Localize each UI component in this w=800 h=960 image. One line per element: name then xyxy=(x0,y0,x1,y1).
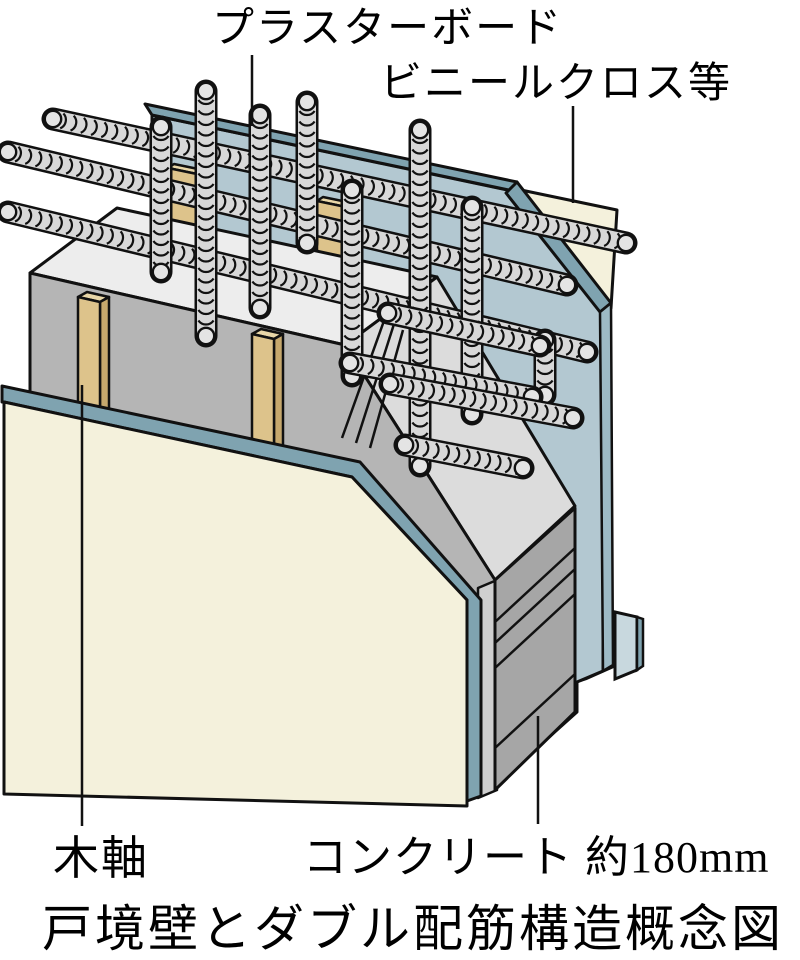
leader-lines xyxy=(80,55,575,826)
rebar-end-cap xyxy=(0,142,18,162)
rebar-bar xyxy=(393,433,535,480)
rebar-end-cap xyxy=(0,202,18,222)
rebar-bar xyxy=(295,90,319,255)
rebar-end-cap xyxy=(530,336,550,356)
rebar-end-cap xyxy=(378,303,398,323)
plasterboard-right-edge xyxy=(598,301,615,673)
rebar-bar xyxy=(376,301,552,358)
rebar-bar xyxy=(340,178,364,388)
rebar-end-cap xyxy=(342,180,362,200)
rebar-end-cap xyxy=(340,353,360,373)
rebar-grid xyxy=(0,79,638,480)
rebar-end-cap xyxy=(43,109,63,129)
label-plasterboard: プラスターボード xyxy=(212,6,563,52)
rebar-end-cap xyxy=(616,233,636,253)
concrete-slab-face xyxy=(493,506,577,792)
rebar-end-cap xyxy=(151,117,171,137)
rebar-bar xyxy=(41,107,638,255)
rebar-end-cap xyxy=(151,262,171,282)
far-panel-bottom-piece-edge xyxy=(635,615,645,673)
rebar-bar xyxy=(149,115,173,284)
diagram-caption: 戸境壁とダブル配筋構造概念図 xyxy=(42,901,784,957)
rebar-end-cap xyxy=(410,120,430,140)
rebar-end-cap xyxy=(462,197,482,217)
far-panel-bottom-piece xyxy=(613,610,639,682)
rebar-end-cap xyxy=(297,233,317,253)
near-vinyl-face xyxy=(2,400,469,808)
rebar-bar xyxy=(408,118,432,478)
rebar-end-cap xyxy=(196,326,216,346)
rebar-bar xyxy=(194,79,218,348)
rebar-end-cap xyxy=(513,458,533,478)
plasterboard-bottom-edge xyxy=(575,665,615,684)
label-vinyl-cloth: ビニールクロス等 xyxy=(380,61,732,107)
rebar-end-cap xyxy=(380,374,400,394)
rebar-bar xyxy=(248,103,272,320)
rebar-end-cap xyxy=(297,92,317,112)
rebar-end-cap xyxy=(395,435,415,455)
rebar-end-cap xyxy=(563,408,583,428)
rebar-bar xyxy=(338,351,544,409)
rebar-end-cap xyxy=(250,298,270,318)
rebar-end-cap xyxy=(577,342,597,362)
label-concrete: コンクリート 約180mm xyxy=(303,833,769,882)
rebar-end-cap xyxy=(557,275,577,295)
rebar-end-cap xyxy=(196,81,216,101)
rebar-end-cap xyxy=(250,105,270,125)
rebar-bar xyxy=(378,372,585,430)
near-wall-panel xyxy=(0,384,483,808)
concrete-slab-hatching xyxy=(494,547,576,749)
label-wood-frame: 木軸 xyxy=(53,833,149,884)
